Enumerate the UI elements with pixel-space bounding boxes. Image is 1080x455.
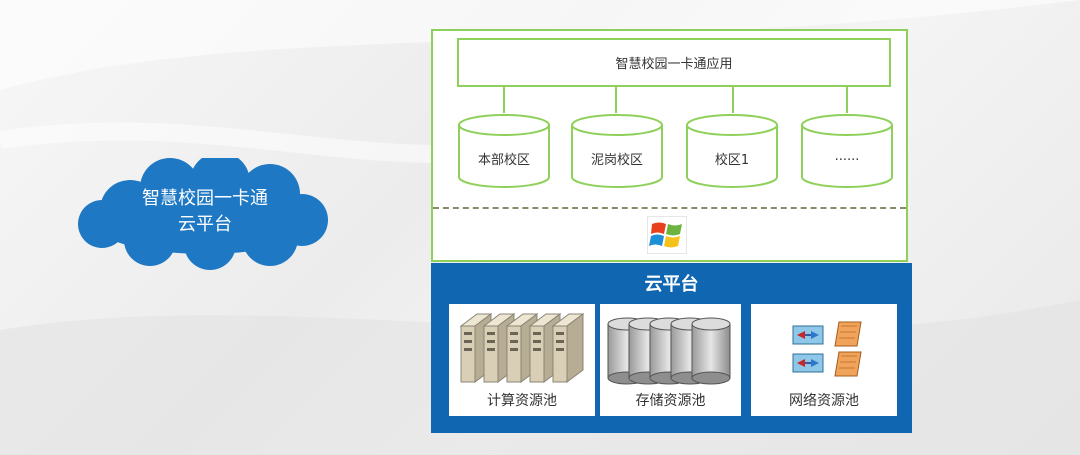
windows-logo-icon <box>647 216 687 254</box>
campus-database: 校区1 <box>685 113 779 189</box>
campus-label: ...... <box>834 149 860 164</box>
database-cylinder-icon <box>801 114 893 188</box>
server-rack-icon <box>459 313 585 383</box>
database-cylinder-icon <box>571 114 663 188</box>
campus-database: ...... <box>800 113 894 189</box>
cloud-platform-title: 云平台 <box>644 274 699 295</box>
campus-label: 泥岗校区 <box>590 153 643 168</box>
storage-disk-icon <box>607 317 731 385</box>
storage-pool-label: 存储资源池 <box>635 393 706 409</box>
network-pool: 网络资源池 <box>751 304 897 416</box>
network-pool-label: 网络资源池 <box>789 393 859 409</box>
database-cylinder-icon <box>686 114 778 188</box>
database-cylinder-icon <box>458 114 550 188</box>
cloud-title-line2: 云平台 <box>178 214 232 235</box>
application-title: 智慧校园一卡通应用 <box>457 38 891 87</box>
application-layer: 智慧校园一卡通应用 本部校区 泥岗校区 校区1 <box>431 29 908 262</box>
cloud-title-line1: 智慧校园一卡通 <box>142 188 268 209</box>
campus-label: 本部校区 <box>477 153 530 168</box>
network-switch-icon <box>792 321 862 377</box>
cloud-platform-layer: 云平台 <box>431 263 912 433</box>
layer-divider <box>433 207 906 209</box>
compute-pool: 计算资源池 <box>449 304 595 416</box>
storage-pool: 存储资源池 <box>600 304 741 416</box>
compute-pool-label: 计算资源池 <box>487 393 557 409</box>
campus-database: 本部校区 <box>457 113 551 189</box>
connector-lines <box>503 87 848 113</box>
cloud-icon <box>78 158 328 270</box>
cloud-shape: 智慧校园一卡通 云平台 <box>70 158 340 270</box>
campus-database: 泥岗校区 <box>570 113 664 189</box>
campus-label: 校区1 <box>714 153 750 168</box>
